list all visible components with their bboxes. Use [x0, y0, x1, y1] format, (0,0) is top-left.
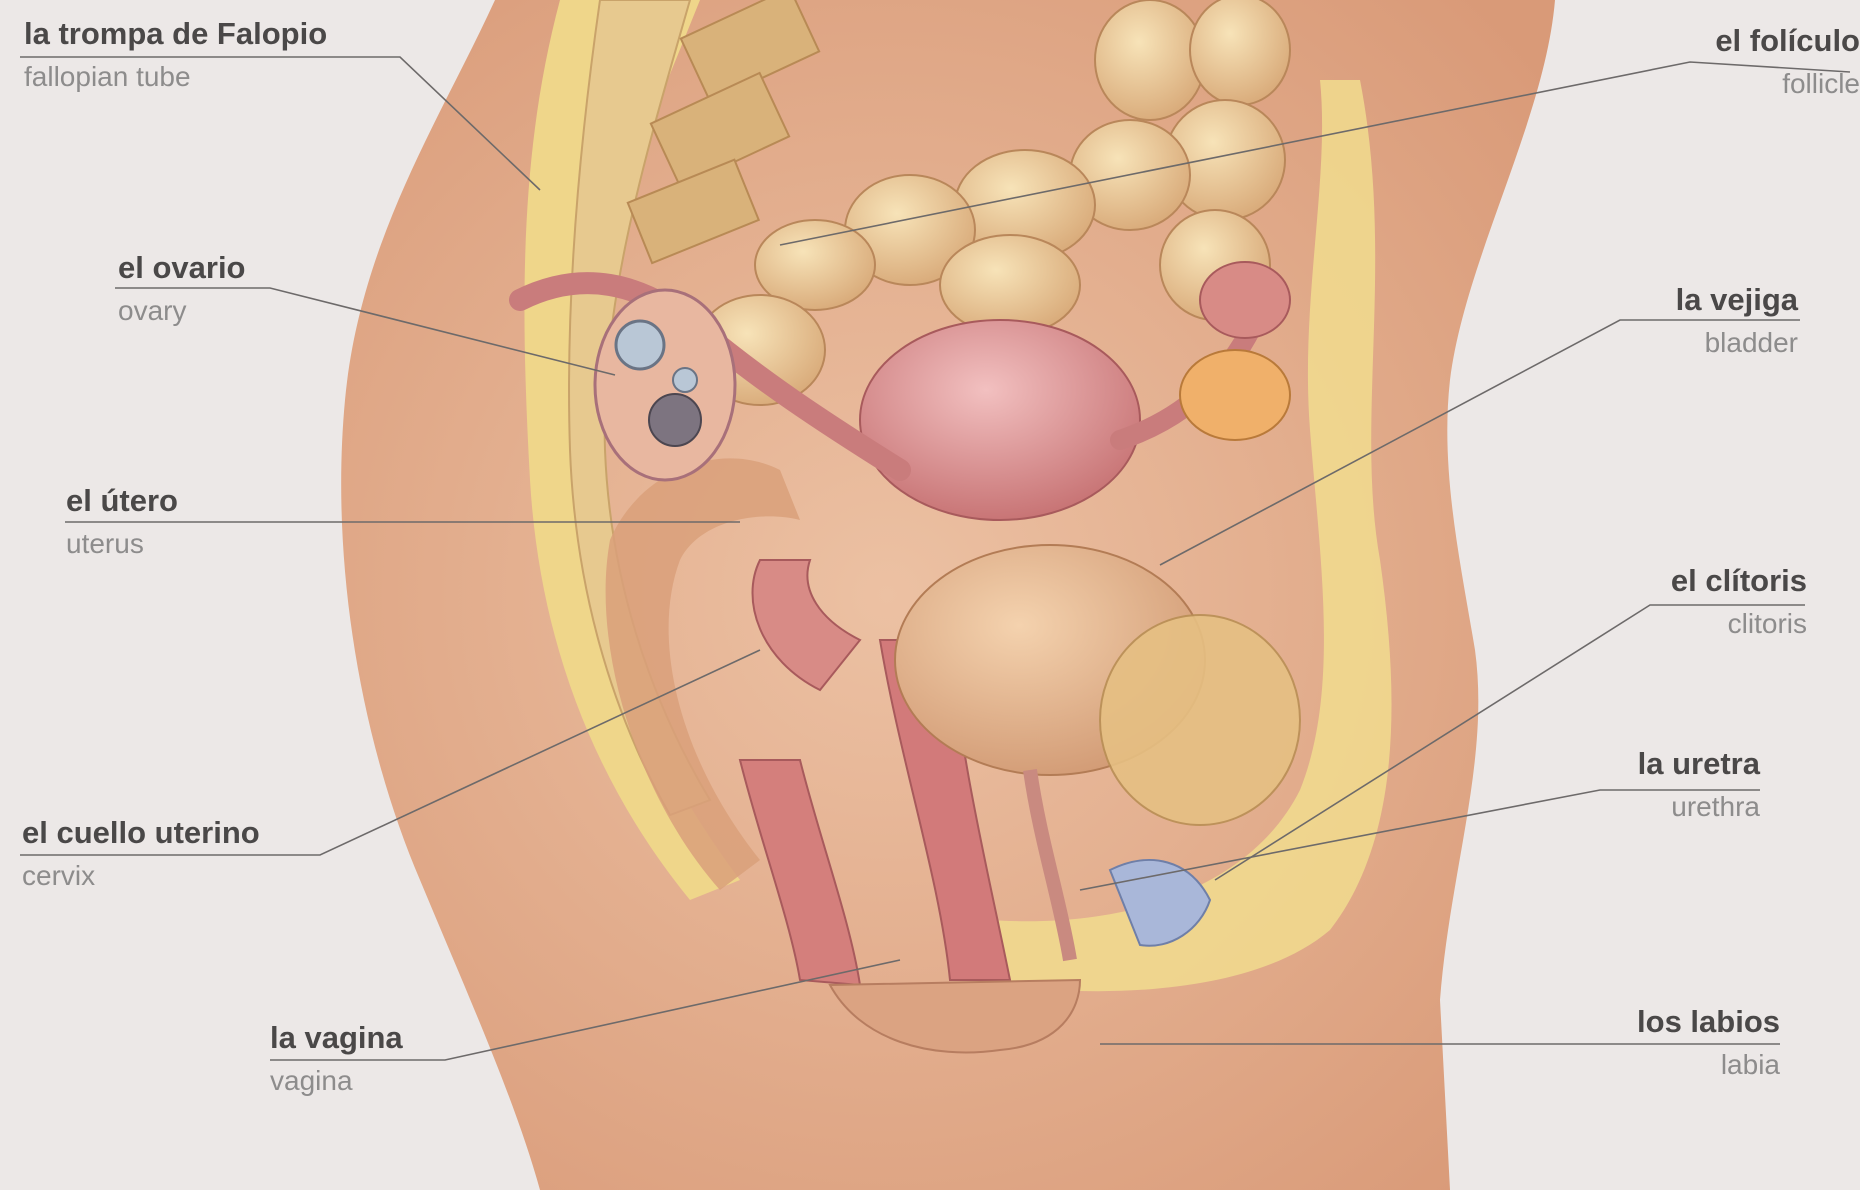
label-fallopian-tube-en: fallopian tube	[24, 63, 327, 91]
label-vagina-en: vagina	[270, 1067, 403, 1095]
pubic-bone	[1100, 615, 1300, 825]
follicle-3	[649, 394, 701, 446]
label-vagina: la vagina vagina	[270, 1022, 403, 1095]
label-uterus: el útero uterus	[66, 485, 178, 558]
label-follicle: el folículo follicle	[1530, 25, 1860, 98]
follicle-2	[673, 368, 697, 392]
label-follicle-es: el folículo	[1530, 25, 1860, 56]
label-clitoris: el clítoris clitoris	[1477, 565, 1807, 638]
label-fallopian-tube: la trompa de Falopio fallopian tube	[24, 18, 327, 91]
label-clitoris-en: clitoris	[1477, 610, 1807, 638]
ovary-right	[1180, 350, 1290, 440]
label-uterus-en: uterus	[66, 530, 178, 558]
label-ovary: el ovario ovary	[118, 252, 246, 325]
label-urethra-en: urethra	[1430, 793, 1760, 821]
label-urethra: la uretra urethra	[1430, 748, 1760, 821]
label-urethra-es: la uretra	[1430, 748, 1760, 779]
uterus-shape	[860, 320, 1140, 520]
label-cervix-en: cervix	[22, 862, 260, 890]
label-bladder-en: bladder	[1468, 329, 1798, 357]
ovary-left	[595, 290, 735, 480]
follicle-1	[616, 321, 664, 369]
label-follicle-en: follicle	[1530, 70, 1860, 98]
fimbria-right	[1200, 262, 1290, 338]
label-bladder: la vejiga bladder	[1468, 284, 1798, 357]
label-cervix: el cuello uterino cervix	[22, 817, 260, 890]
label-clitoris-es: el clítoris	[1477, 565, 1807, 596]
label-bladder-es: la vejiga	[1468, 284, 1798, 315]
label-vagina-es: la vagina	[270, 1022, 403, 1053]
label-cervix-es: el cuello uterino	[22, 817, 260, 848]
label-labia-en: labia	[1450, 1051, 1780, 1079]
label-ovary-en: ovary	[118, 297, 246, 325]
label-labia-es: los labios	[1450, 1006, 1780, 1037]
label-labia: los labios labia	[1450, 1006, 1780, 1079]
label-uterus-es: el útero	[66, 485, 178, 516]
label-ovary-es: el ovario	[118, 252, 246, 283]
label-fallopian-tube-es: la trompa de Falopio	[24, 18, 327, 49]
